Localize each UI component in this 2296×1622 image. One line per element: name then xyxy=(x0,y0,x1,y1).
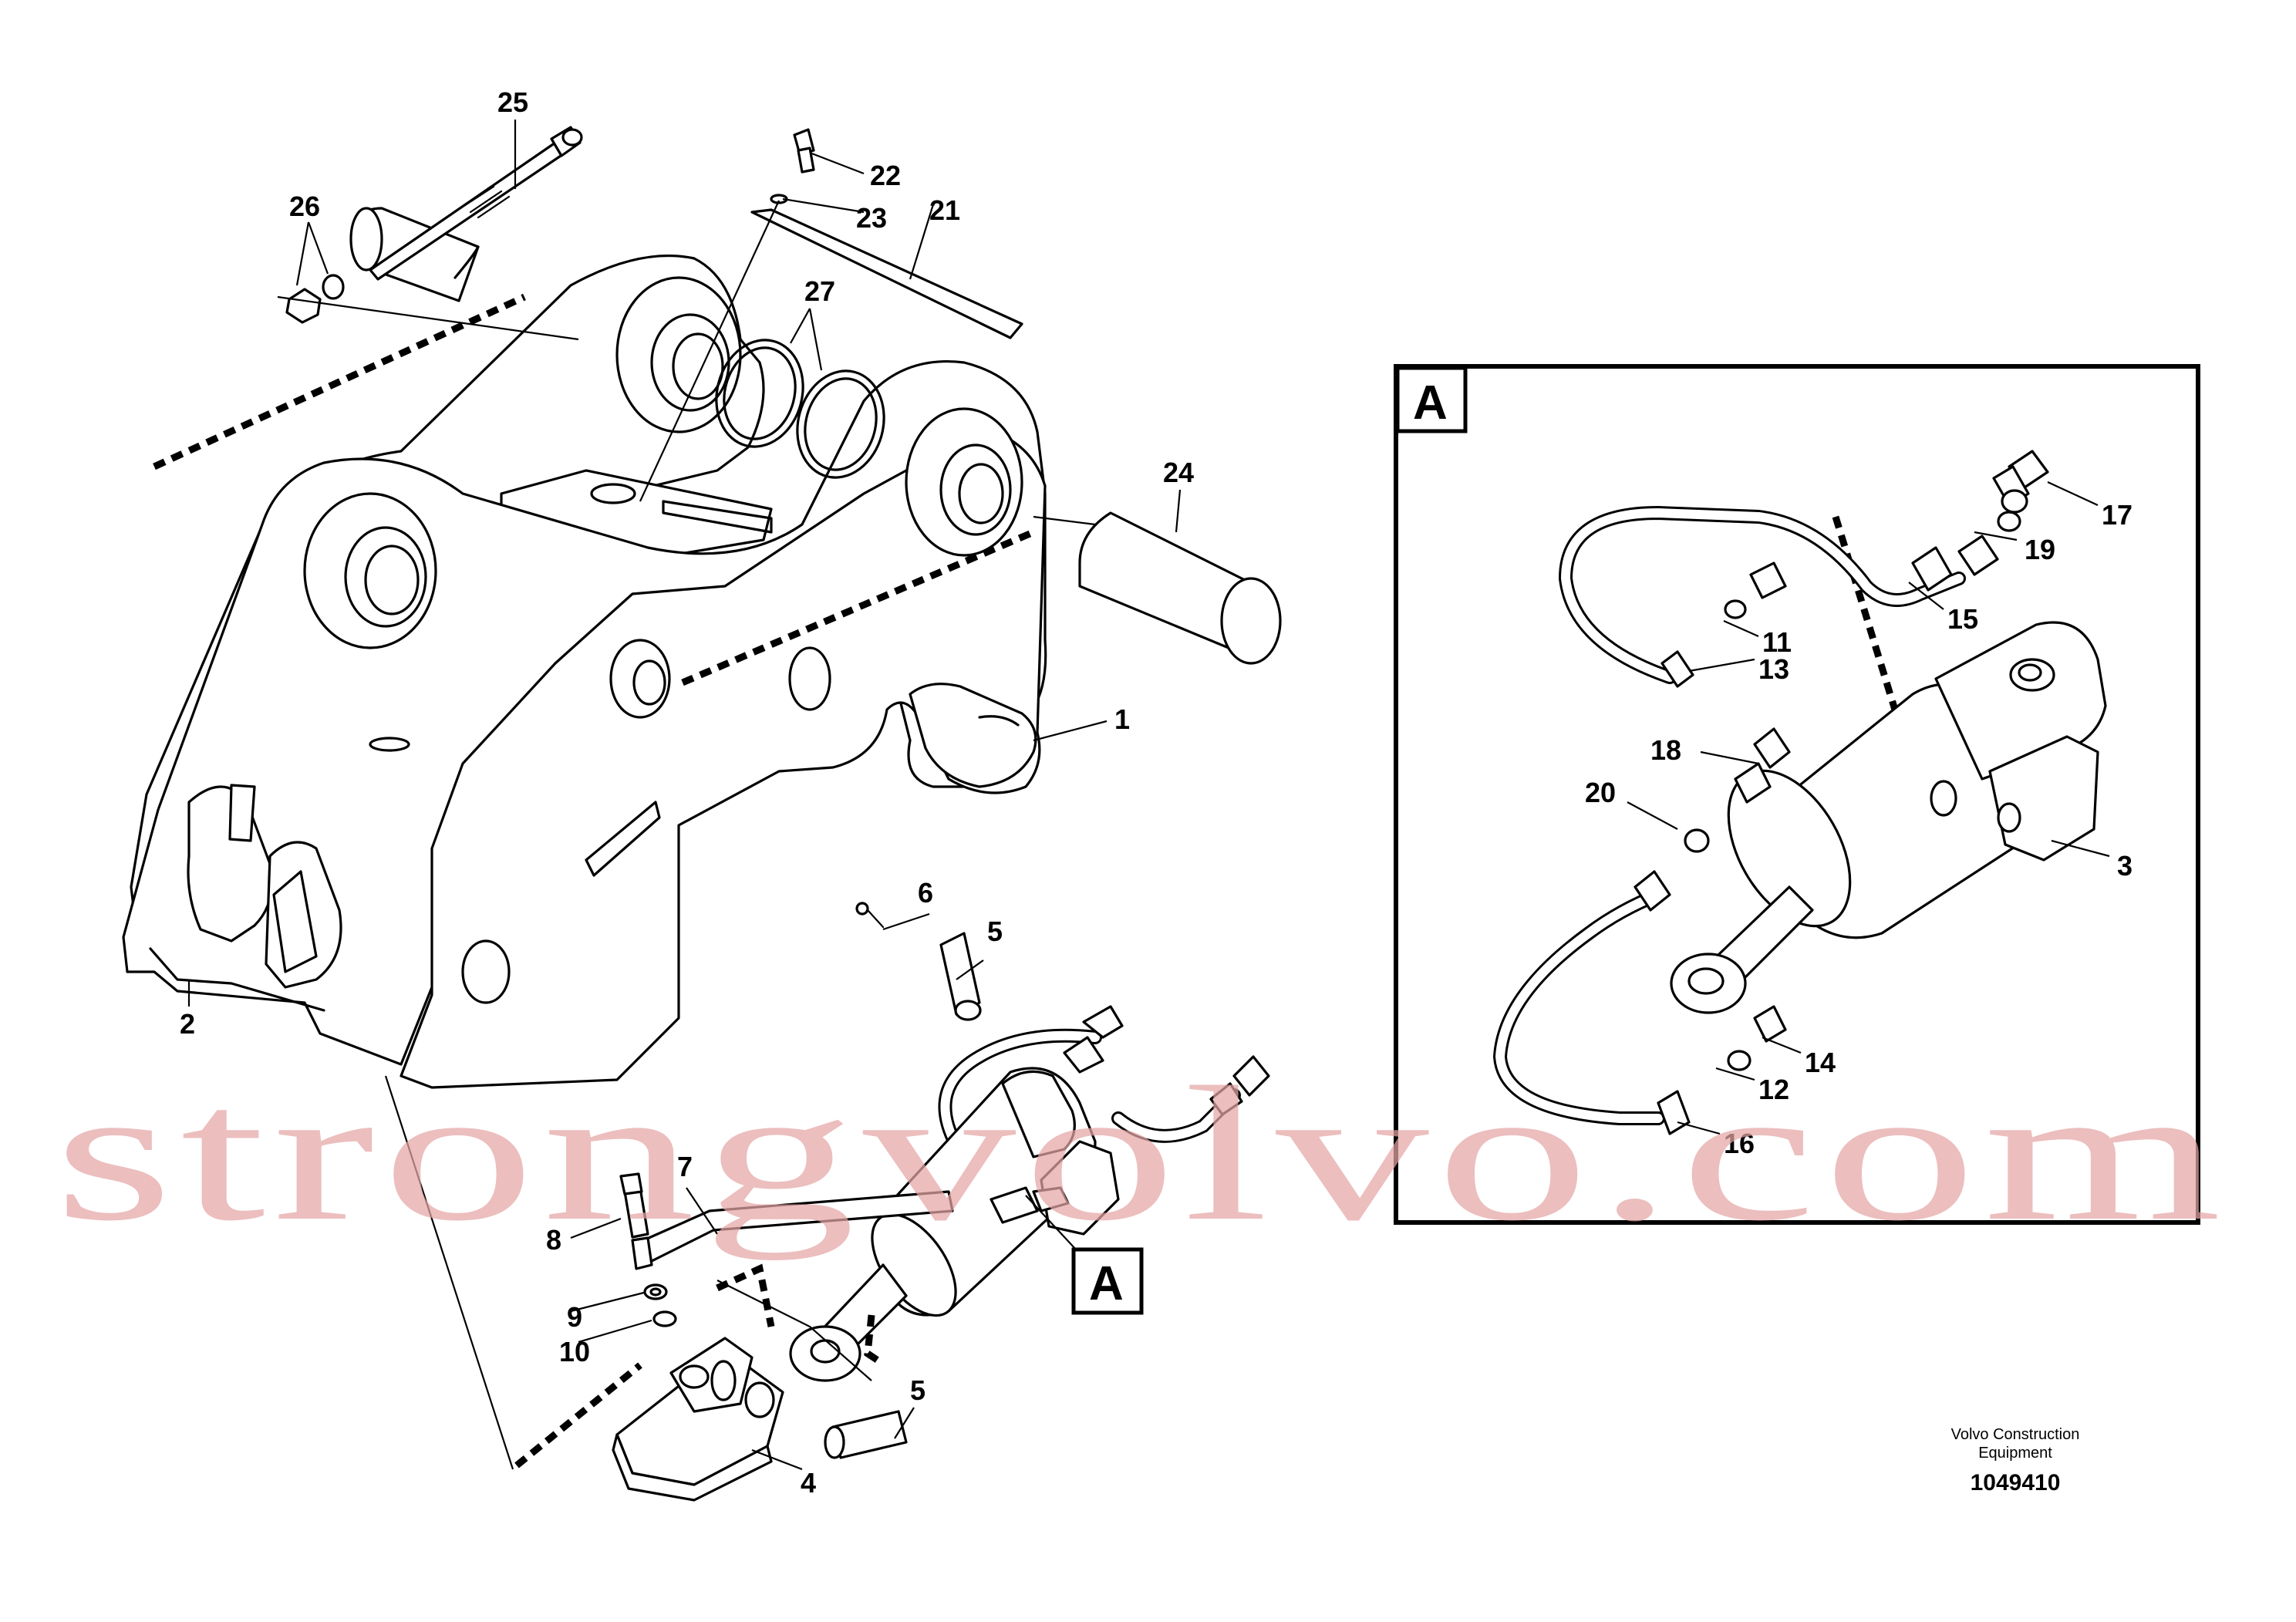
callout-19: 19 xyxy=(2025,534,2055,565)
detail-cylinder xyxy=(1492,450,2107,1135)
callout-8: 8 xyxy=(546,1224,561,1256)
detail-label-inset: A xyxy=(1413,376,1448,430)
detail-frame xyxy=(1394,364,2200,1225)
callout-1: 1 xyxy=(1114,703,1130,735)
callout-21: 21 xyxy=(929,194,960,226)
callout-7: 7 xyxy=(677,1151,693,1182)
locking-cylinder-assembly xyxy=(789,902,1270,1382)
callout-23: 23 xyxy=(856,202,887,234)
company-name-line1: Volvo Construction xyxy=(1951,1426,2080,1443)
watermark-text: strongvolvo.com xyxy=(54,1047,2229,1261)
assembly-dash-lines xyxy=(153,293,1932,1469)
callout-2: 2 xyxy=(180,1008,195,1040)
callout-14: 14 xyxy=(1805,1047,1836,1078)
callout-27: 27 xyxy=(804,275,835,307)
callout-9: 9 xyxy=(567,1301,582,1333)
main-pin-24 xyxy=(1078,511,1282,665)
callout-5-upper: 5 xyxy=(987,916,1003,947)
callout-17: 17 xyxy=(2102,499,2132,531)
callout-16: 16 xyxy=(1724,1128,1755,1159)
callout-25: 25 xyxy=(497,86,528,118)
detail-label-main: A xyxy=(1089,1257,1124,1310)
drawing-number: 1049410 xyxy=(1971,1470,2061,1496)
washer-10 xyxy=(652,1310,677,1327)
callout-15: 15 xyxy=(1947,603,1978,635)
callout-11: 11 xyxy=(1762,626,1792,658)
nut-26 xyxy=(285,288,322,324)
quick-coupler-bracket xyxy=(122,254,1047,1089)
callout-18: 18 xyxy=(1650,734,1681,766)
detail-marker-box xyxy=(1071,1247,1144,1315)
callout-26: 26 xyxy=(289,191,320,222)
pin-5-lower xyxy=(831,1410,908,1459)
callout-5-lower: 5 xyxy=(910,1374,925,1406)
callout-4: 4 xyxy=(801,1467,816,1499)
washer-26 xyxy=(322,274,345,300)
callout-24: 24 xyxy=(1163,457,1194,488)
leader-lines xyxy=(187,120,2110,1471)
callout-22: 22 xyxy=(870,160,901,191)
callout-6: 6 xyxy=(918,877,933,909)
callout-20: 20 xyxy=(1585,777,1616,808)
company-name-line2: Equipment xyxy=(1978,1445,2052,1462)
callout-12: 12 xyxy=(1758,1074,1789,1105)
cover-plate-21 xyxy=(750,208,1023,339)
detail-label-box xyxy=(1395,366,1468,433)
lock-wedge xyxy=(612,1337,784,1502)
callout-13: 13 xyxy=(1758,653,1789,685)
washer-9 xyxy=(643,1283,668,1300)
callout-labels: 1 2 3 4 5 5 6 7 8 9 10 11 12 13 14 15 16… xyxy=(180,86,2132,1499)
o-rings-27 xyxy=(715,339,885,479)
callout-3: 3 xyxy=(2117,850,2132,882)
callout-10: 10 xyxy=(559,1336,590,1367)
